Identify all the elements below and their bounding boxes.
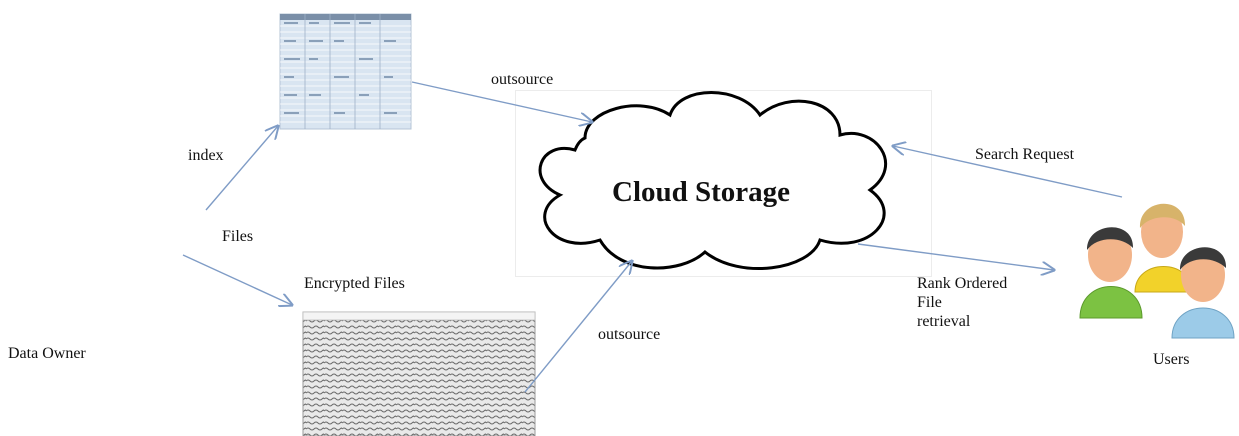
encrypt-arrow [182, 254, 292, 305]
search-request-label: Search Request [975, 146, 1075, 163]
data-owner-label: Data Owner [8, 345, 86, 362]
index-arrow [205, 126, 278, 211]
cloud-frame [515, 90, 932, 277]
rank-ordered-line: Rank Ordered [917, 275, 1008, 292]
file-line: File [917, 294, 942, 311]
outsource-top-label: outsource [491, 71, 554, 88]
files-label: Files [222, 228, 254, 245]
search-request-arrow [893, 146, 1123, 198]
retrieval-line: retrieval [917, 313, 971, 330]
outsource-index-arrow [411, 81, 592, 122]
index-label: index [188, 147, 224, 164]
outsource-bottom-label: outsource [598, 326, 661, 343]
outsource-files-arrow [524, 261, 632, 393]
users-label: Users [1153, 351, 1190, 368]
rank-ordered-retrieval-label: Rank Ordered File retrieval [917, 274, 1057, 331]
index-table-thumbnail [279, 13, 412, 130]
cloud-icon [538, 91, 888, 270]
rank-retrieval-arrow [857, 243, 1054, 270]
users-group-icon [1079, 203, 1235, 339]
cloud-storage-label: Cloud Storage [612, 176, 791, 208]
encrypted-document-thumbnail [302, 311, 536, 436]
encrypted-files-label: Encrypted Files [304, 275, 405, 292]
